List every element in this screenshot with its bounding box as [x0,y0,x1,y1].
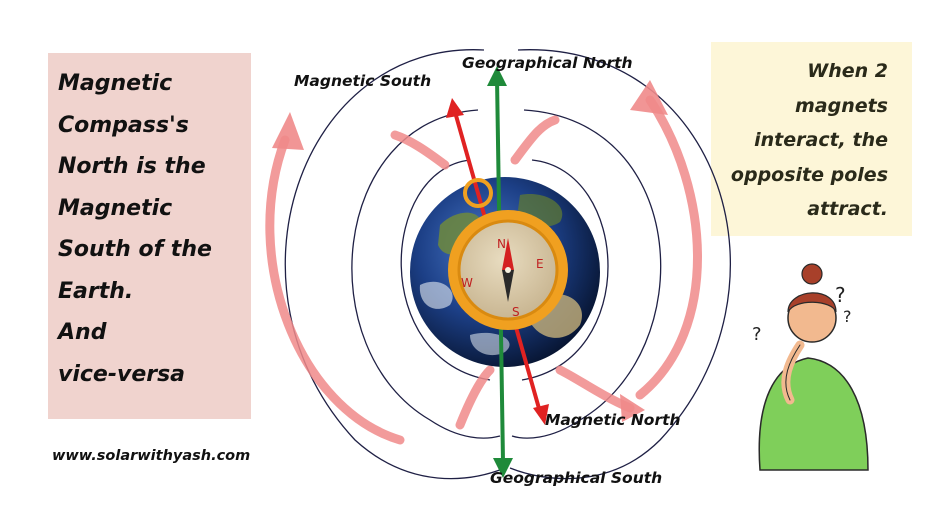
field-lines [284,49,732,480]
flow-arrowheads [272,80,668,422]
right-info-panel: When 2 magnets interact, the opposite po… [711,42,912,236]
compass-ring [463,178,493,208]
right-line: magnets [794,94,888,117]
right-line: interact, the [754,129,888,151]
compass-n: N [497,237,506,251]
left-line: Magnetic [58,71,173,96]
flow-arrows [265,95,702,445]
arrowhead-bottom-right [620,394,645,422]
left-info-panel: Magnetic Compass's North is the Magnetic… [48,53,251,419]
person-hair [787,292,837,313]
arrowhead-right-outer [630,80,668,115]
person-body [758,357,869,471]
right-line: When 2 [807,60,888,82]
left-line: South of the [58,237,212,262]
flow-arrow-left-outer [265,135,405,445]
question-mark: ? [843,307,852,326]
thinking-person-illustration: ? ? ? [752,263,869,471]
left-line: vice-versa [58,361,186,387]
flow-arrow-bottom-right [555,365,635,413]
mag-south-arrowhead [446,98,464,118]
compass-w: W [461,276,473,290]
arrowhead-left-outer [272,112,304,150]
left-line: North is the [58,154,206,179]
compass-s: S [512,305,520,319]
field-line-inner-left [400,159,491,381]
geographical-north-label: Geographical North [462,54,633,72]
cloud [419,281,453,309]
geo-north-arrowhead [487,66,507,86]
geo-south-arrowhead [493,458,513,478]
mag-north-arrowhead [533,404,549,425]
compass-needle-north [502,238,514,270]
person-arm-outline [785,344,801,401]
website-url: www.solarwithyash.com [52,448,251,464]
person-hair-bun [801,263,823,285]
geographical-south-label: Geographical South [490,469,663,487]
compass-needle-south [502,270,514,302]
compass: N E S W [448,178,568,330]
left-line: Magnetic [58,195,173,221]
magnetic-north-label: Magnetic North [545,411,681,429]
magnetic-south-label: Magnetic South [294,72,432,90]
flow-arrow-right-inner [510,115,560,165]
left-line: And [58,320,107,345]
flow-arrow-bottom-left [455,365,495,430]
right-line: attract. [807,198,888,220]
field-line-mid-right [511,109,662,439]
field-line-mid-left [351,109,501,439]
question-mark: ? [835,283,846,307]
compass-e: E [536,257,544,271]
flow-arrow-right-outer [635,95,702,400]
left-line: Compass's [58,112,189,138]
left-line: Earth. [58,278,134,304]
compass-pivot [505,267,511,273]
right-line: opposite poles [730,163,888,186]
flow-arrow-left-inner [390,130,450,170]
question-mark: ? [752,324,762,345]
field-line-inner-right [521,159,609,381]
field-line-outer-right [509,49,732,480]
